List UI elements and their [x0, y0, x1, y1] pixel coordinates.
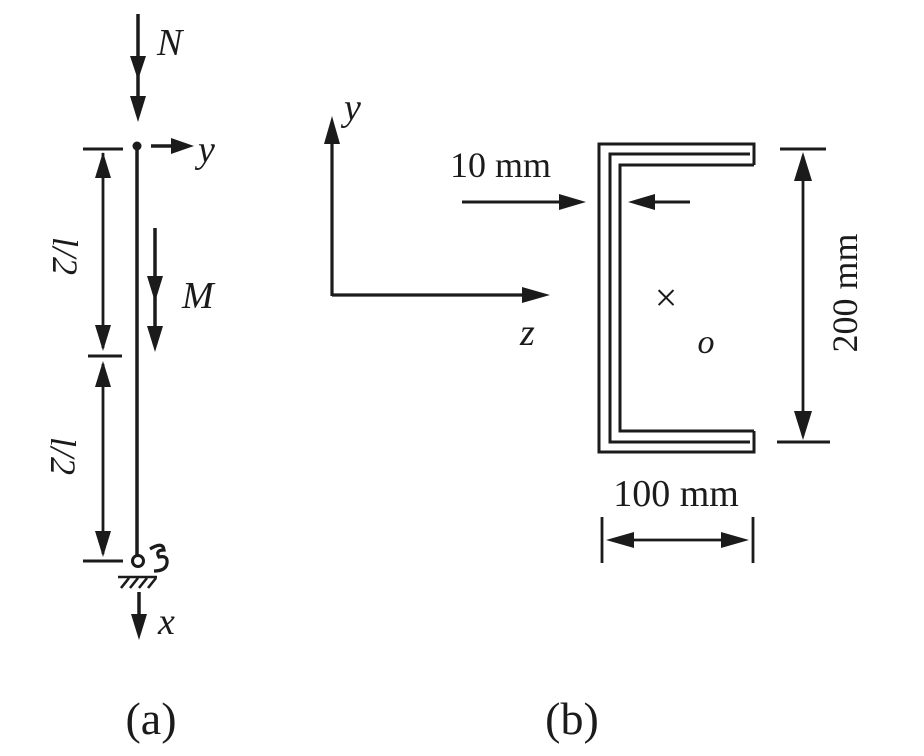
top-node-dot — [132, 141, 142, 151]
panel-a-y-axis-arrowhead — [171, 138, 194, 154]
panel-a-column-diagram: N y M — [43, 14, 216, 744]
panel-a-x-axis-arrowhead — [131, 614, 147, 640]
panel-b-y-axis-arrowhead — [324, 116, 340, 144]
force-M-label: M — [181, 275, 216, 317]
centroid-marker: × — [655, 275, 678, 320]
channel-midline-contour — [608, 152, 750, 444]
dim-lower-arrowhead-down — [95, 531, 111, 557]
dim-upper-arrowhead-down — [95, 325, 111, 351]
height-dim-arrowhead-down — [794, 411, 812, 440]
force-M-arrowhead-lower — [147, 326, 163, 352]
panel-b-z-axis-arrowhead — [522, 287, 550, 303]
thickness-dim-label: 10 mm — [450, 145, 551, 185]
width-dimension — [600, 517, 755, 563]
force-N-arrowhead-upper — [130, 56, 146, 80]
panel-b-caption: (b) — [545, 693, 599, 744]
panel-b-cross-section-diagram: y z 10 mm × o — [324, 87, 865, 744]
force-N-arrowhead-lower — [130, 96, 146, 122]
width-dim-arrowhead-right — [721, 532, 749, 548]
panel-b-y-axis-label: y — [340, 87, 361, 129]
channel-outer-contour — [597, 142, 756, 454]
support-hatching — [119, 577, 158, 589]
thickness-dim-arrows — [462, 194, 690, 210]
support-pin-circle — [131, 554, 145, 568]
panel-b-axes — [324, 116, 550, 303]
pinned-support — [118, 543, 169, 589]
dim-upper-label: l/2 — [45, 237, 85, 275]
dim-lower-label: l/2 — [43, 437, 83, 475]
height-dimension — [777, 147, 830, 444]
panel-a-x-axis-arrow — [131, 592, 147, 640]
force-M-arrowhead-upper — [147, 276, 163, 302]
panel-a-x-axis-label: x — [157, 601, 175, 643]
thickness-arrow-left-head — [628, 194, 655, 210]
length-dimension-chain — [83, 147, 123, 563]
panel-a-y-axis-arrow — [151, 138, 194, 154]
panel-a-y-axis-label: y — [194, 129, 215, 171]
force-N-label: N — [156, 22, 185, 64]
panel-b-z-axis-label: z — [519, 312, 535, 354]
force-N-arrow — [130, 14, 146, 122]
channel-section — [597, 142, 756, 454]
channel-inner-contour — [618, 163, 754, 433]
force-M-arrow — [147, 228, 163, 352]
dim-upper-arrowhead-up — [95, 152, 111, 178]
height-dim-label: 200 mm — [825, 233, 865, 352]
centroid-point-label: o — [698, 324, 715, 361]
thickness-arrow-right-head — [559, 194, 586, 210]
panel-a-caption: (a) — [125, 693, 176, 744]
width-dim-label: 100 mm — [613, 473, 739, 515]
support-bracket — [149, 543, 169, 573]
width-dim-arrowhead-left — [606, 532, 634, 548]
